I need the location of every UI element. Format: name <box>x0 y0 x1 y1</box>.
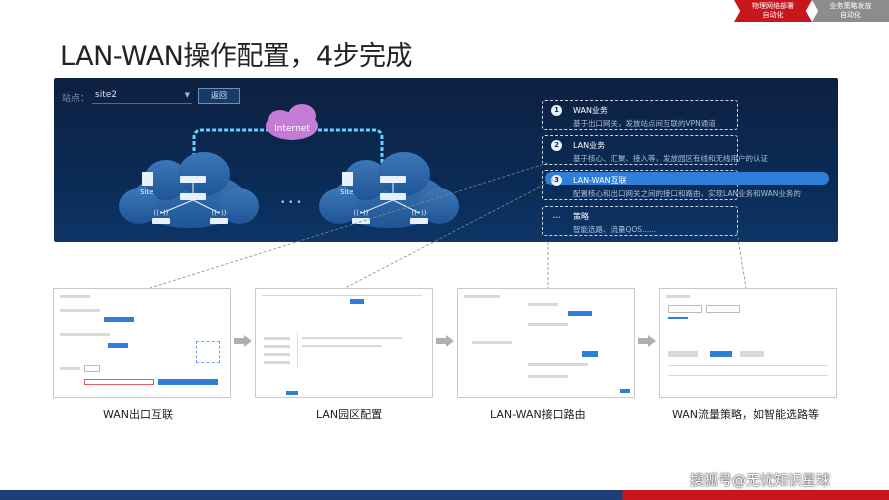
internet-label: Internet <box>274 124 310 134</box>
step-desc: 配置核心和出口网关之间的接口和路由，实现LAN业务和WAN业务的 <box>573 189 801 198</box>
step-desc: 基于核心、汇聚、接入等，发放园区有线和无线用户的认证 <box>573 154 768 163</box>
step-desc: 智能选路、流量QOS...... <box>573 225 657 234</box>
svg-text:((•)): ((•)) <box>211 209 226 217</box>
topology-banner: 站点： site2 ▼ 返回 Internet <box>54 78 838 242</box>
step-list: 1 WAN业务 基于出口网关，发放站点间互联的VPN通道 2 LAN业务 基于核… <box>542 100 838 240</box>
back-button[interactable]: 返回 <box>198 88 240 104</box>
router-icon-left <box>180 176 206 183</box>
screenshot-wan-exit[interactable] <box>53 288 231 398</box>
svg-text:((•)): ((•)) <box>411 209 426 217</box>
step-policy[interactable]: ... 策略 智能选路、流量QOS...... <box>542 206 738 236</box>
internet-cloud <box>266 104 318 140</box>
caption-lan-campus: LAN园区配置 <box>316 408 383 421</box>
ap-icon-right-1: ((•)) <box>352 209 370 224</box>
switch-icon-right <box>380 193 406 200</box>
tab-physical-deployment[interactable]: 物理网络部署 自动化 <box>734 0 812 22</box>
step-name: LAN-WAN互联 <box>573 176 627 185</box>
ap-icon-right-2: ((•)) <box>410 209 428 224</box>
arrow-right-icon <box>436 335 454 347</box>
screenshot-wan-policy[interactable] <box>659 288 837 398</box>
step-number: ... <box>552 212 561 220</box>
screenshot-lan-campus[interactable] <box>255 288 433 398</box>
site-node-right-label: Site <box>340 188 354 196</box>
step-active-highlight <box>545 172 829 185</box>
caption-wan-policy: WAN流量策略，如智能选路等 <box>672 408 820 421</box>
step-name: WAN业务 <box>573 106 608 115</box>
page-title: LAN-WAN操作配置，4步完成 <box>60 41 413 72</box>
building-icon-left <box>142 172 153 186</box>
step-number: 1 <box>551 105 562 116</box>
ap-icon-left-2: ((•)) <box>210 209 228 224</box>
ellipsis-dots: • • • <box>280 198 302 208</box>
building-icon-right <box>342 172 353 186</box>
step-number: 2 <box>551 140 562 151</box>
tab-physical-deployment-label: 物理网络部署 自动化 <box>752 2 794 19</box>
ap-icon-left-1: ((•)) <box>152 209 170 224</box>
site-select[interactable]: site2 ▼ <box>92 88 192 104</box>
caption-lan-wan-route: LAN-WAN接口路由 <box>490 408 586 421</box>
arrow-right-icon <box>638 335 656 347</box>
site-node-left-label: Site <box>140 188 154 196</box>
step-number: 3 <box>551 175 562 186</box>
wan-link-left <box>192 128 276 163</box>
tab-policy-delivery-label: 业务策略发放 自动化 <box>829 2 872 19</box>
arrow-right-icon <box>234 335 252 347</box>
screenshot-lan-wan-route[interactable] <box>457 288 635 398</box>
topology-diagram: Internet ((•)) ((•)) ((•)) <box>119 104 459 228</box>
step-name: 策略 <box>573 212 589 221</box>
step-wan[interactable]: 1 WAN业务 基于出口网关，发放站点间互联的VPN通道 <box>542 100 738 130</box>
router-icon-right <box>380 176 406 183</box>
footer-bar <box>0 490 889 500</box>
tab-policy-delivery[interactable]: 业务策略发放 自动化 <box>812 0 889 22</box>
step-name: LAN业务 <box>573 141 606 150</box>
chevron-down-icon: ▼ <box>184 91 190 99</box>
switch-icon-left <box>180 193 206 200</box>
site-select-value: site2 <box>95 90 117 100</box>
wan-link-right <box>316 128 384 163</box>
svg-text:((•)): ((•)) <box>353 209 368 217</box>
svg-text:((•)): ((•)) <box>153 209 168 217</box>
site-label: 站点： <box>62 94 90 104</box>
step-desc: 基于出口网关，发放站点间互联的VPN通道 <box>573 119 716 128</box>
watermark-text: 搜狐号@无忧知识星球 <box>690 473 830 489</box>
step-lan[interactable]: 2 LAN业务 基于核心、汇聚、接入等，发放园区有线和无线用户的认证 <box>542 135 768 165</box>
step-lan-wan[interactable]: 3 LAN-WAN互联 配置核心和出口网关之间的接口和路由，实现LAN业务和WA… <box>542 170 829 200</box>
caption-wan-exit: WAN出口互联 <box>103 408 174 421</box>
